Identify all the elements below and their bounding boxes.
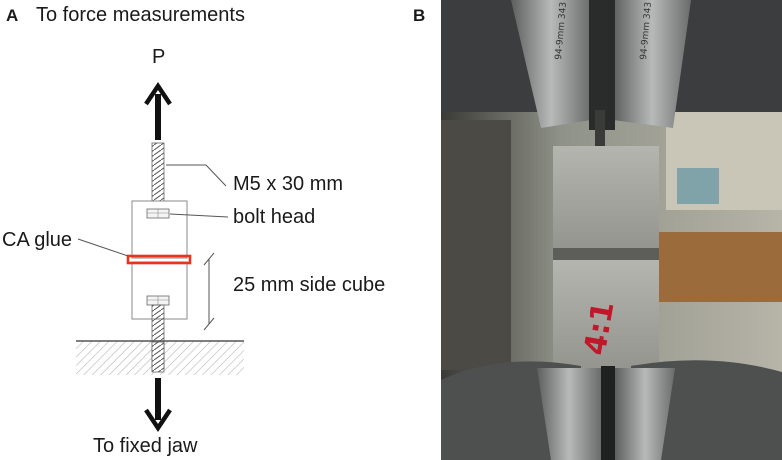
photo-glue-joint <box>553 248 659 260</box>
lab-cabinet <box>441 120 511 370</box>
force-arrow-up <box>144 81 172 140</box>
force-arrow-down <box>144 378 172 433</box>
upper-bolt-head <box>146 208 170 219</box>
bolt-label: M5 x 30 mm <box>233 173 344 195</box>
glue-label: CA glue <box>2 229 73 251</box>
lab-bench <box>651 232 782 302</box>
upper-bolt <box>151 142 165 210</box>
lab-monitor <box>677 168 719 204</box>
lower-jaw <box>441 360 782 460</box>
lower-bolt-head <box>146 295 170 306</box>
bolt-head-label: bolt head <box>233 206 316 228</box>
test-photo: 94-9mm 343 94-9mm 343 4:1 <box>441 0 782 460</box>
photo-bolt <box>595 110 605 150</box>
photo-lower-cube <box>553 260 659 368</box>
panel-a-title: To force measurements <box>36 4 245 26</box>
specimen-schematic <box>76 81 244 433</box>
cube-label: 25 mm side cube <box>233 274 386 296</box>
bolt-head-leader <box>169 213 229 218</box>
panel-b-letter: B <box>413 6 426 25</box>
photo-scene: 94-9mm 343 94-9mm 343 4:1 <box>441 0 782 460</box>
fixed-jaw-label: To fixed jaw <box>93 435 198 457</box>
bolt-leader <box>166 164 227 187</box>
cube-dimension <box>203 252 215 331</box>
photo-upper-cube <box>553 146 659 248</box>
upper-jaw: 94-9mm 343 94-9mm 343 <box>441 0 782 130</box>
fixed-jaw-ground <box>76 340 244 375</box>
panel-a-letter: A <box>6 6 19 25</box>
glue-leader <box>77 238 129 257</box>
glue-layer <box>126 254 192 265</box>
force-label: P <box>152 46 166 68</box>
